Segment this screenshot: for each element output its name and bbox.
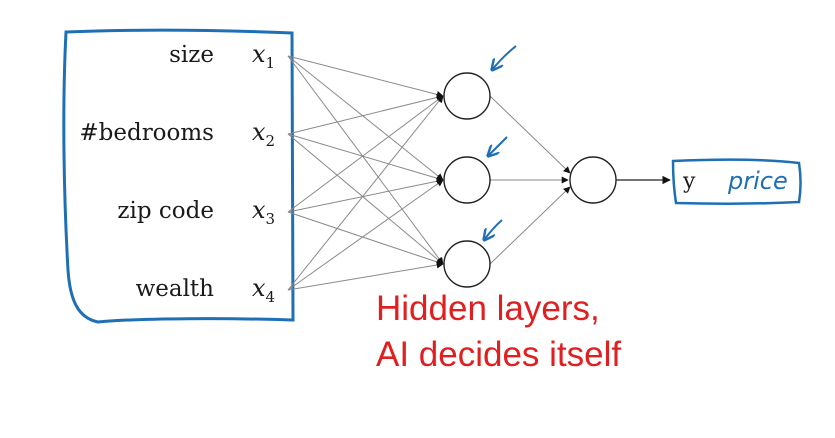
feature-label: #bedrooms bbox=[79, 120, 214, 146]
input-variable: x4 bbox=[252, 274, 275, 306]
feature-label: zip code bbox=[117, 198, 214, 224]
hidden-node bbox=[443, 156, 491, 204]
pointer-arrow-icon bbox=[488, 136, 508, 156]
output-handwritten: price bbox=[727, 167, 788, 195]
output-box bbox=[671, 158, 802, 205]
feature-label: wealth bbox=[136, 276, 215, 302]
hidden-node bbox=[443, 240, 491, 288]
hidden-node-pointers bbox=[484, 45, 517, 240]
input-variable: x1 bbox=[252, 40, 275, 72]
pointer-arrow-icon bbox=[484, 219, 503, 240]
hidden-output-edges bbox=[489, 95, 571, 265]
hidden-layer bbox=[443, 72, 491, 288]
pointer-arrow-icon bbox=[492, 45, 517, 70]
annotation-line: Hidden layers, bbox=[376, 289, 600, 328]
feature-label: size bbox=[169, 42, 214, 68]
input-variable: x2 bbox=[252, 118, 275, 150]
output-label: y bbox=[682, 169, 696, 194]
input-bracket bbox=[62, 28, 295, 324]
feature-labels: size #bedrooms zip code wealth bbox=[79, 42, 214, 302]
input-hidden-edges bbox=[287, 55, 444, 291]
input-variable: x3 bbox=[252, 196, 275, 228]
hidden-node bbox=[443, 72, 491, 120]
output-node bbox=[569, 156, 617, 204]
input-variables: x1 x2 x3 x4 bbox=[252, 40, 275, 306]
hidden-layers-annotation: Hidden layers, AI decides itself bbox=[376, 286, 621, 378]
annotation-line: AI decides itself bbox=[376, 335, 622, 374]
